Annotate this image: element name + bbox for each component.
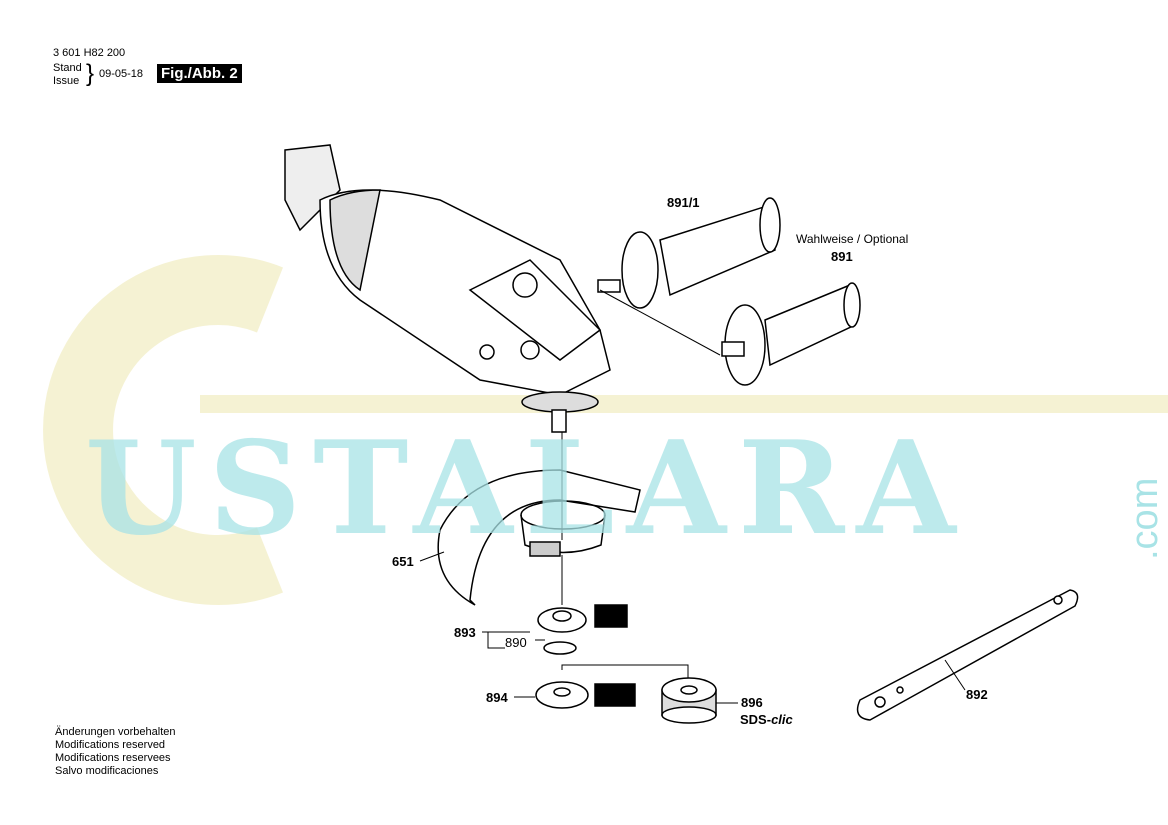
optional-note: Wahlweise / Optional — [796, 232, 909, 246]
label-891: 891 — [831, 249, 853, 264]
flange-893 — [537, 604, 628, 655]
issue-label: Issue — [53, 75, 80, 87]
sds-prefix: SDS- — [740, 712, 772, 727]
figure-label: Fig./Abb. 2 — [157, 64, 242, 83]
spanner-892 — [856, 589, 1079, 721]
brace-icon: } — [86, 60, 95, 87]
label-894: 894 — [486, 690, 508, 705]
guard-651 — [437, 469, 641, 606]
footer-line-de: Änderungen vorbehalten — [55, 726, 176, 738]
sds-clic-nut-896 — [661, 677, 717, 724]
label-893: 893 — [454, 625, 476, 640]
watermark-logo-arc — [43, 255, 283, 605]
footer-line-en: Modifications reserved — [55, 739, 166, 751]
footer-line-es: Salvo modificaciones — [55, 765, 159, 777]
label-896: 896 — [741, 695, 763, 710]
part-number: 3 601 H82 200 — [53, 47, 126, 59]
footer-line-fr: Modifications reservees — [55, 752, 171, 764]
watermark-bar — [200, 395, 1168, 413]
label-651: 651 — [392, 554, 414, 569]
watermark-domain: .com — [1124, 477, 1166, 560]
watermark-text: USTALARA — [85, 428, 968, 550]
auxiliary-handle-891 — [721, 282, 861, 386]
stand-label: Stand — [53, 62, 82, 74]
auxiliary-handle-891-1 — [597, 197, 781, 309]
sds-suffix: clic — [771, 712, 793, 727]
label-890: 890 — [505, 635, 527, 650]
label-891-1: 891/1 — [667, 195, 700, 210]
clamping-nut-894 — [535, 681, 636, 709]
label-892: 892 — [966, 687, 988, 702]
label-sds-clic: SDS-clic — [740, 712, 793, 727]
issue-date: 09-05-18 — [99, 68, 144, 80]
leader-651 — [419, 551, 445, 562]
angle-grinder-drawing — [284, 144, 611, 433]
